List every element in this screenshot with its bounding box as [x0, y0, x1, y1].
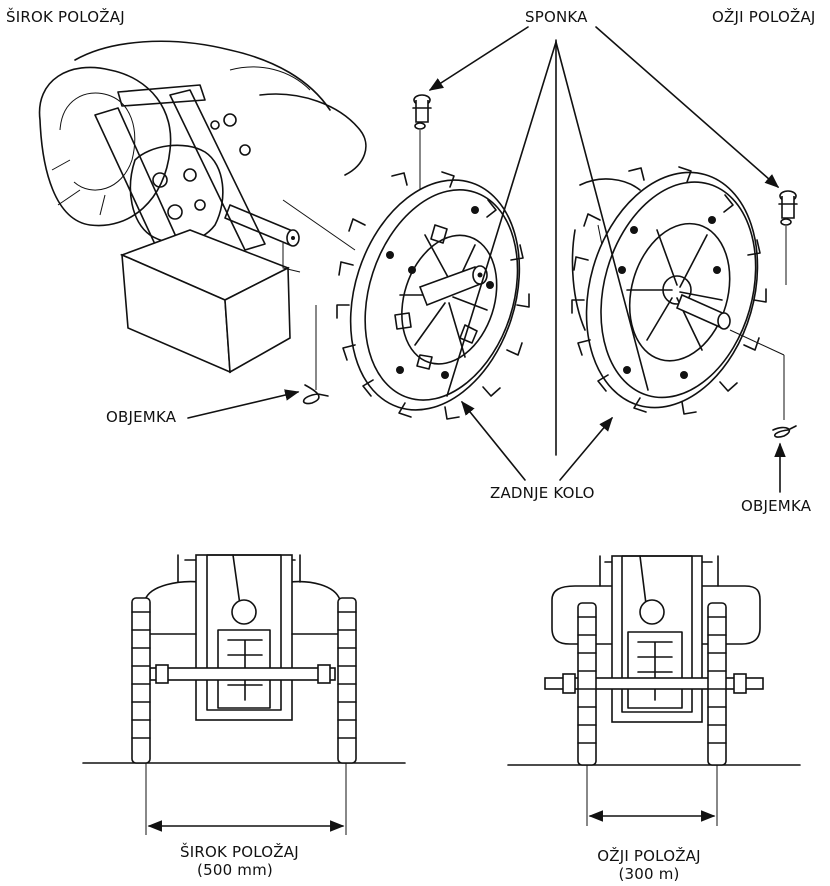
clip-label-left: OBJEMKA — [106, 408, 177, 426]
rear-wheel-label: ZADNJE KOLO — [490, 484, 595, 502]
wide-width-title: ŠIROK POLOŽAJ — [180, 843, 299, 861]
wide-position-front-view — [82, 554, 406, 835]
tiller-frame-drawing — [38, 40, 367, 374]
spiked-wheel-icon — [336, 171, 530, 420]
hair-clip-icon-right — [729, 329, 797, 438]
pin-icon-right — [778, 190, 798, 285]
narrow-width-value: (300 m) — [618, 865, 680, 883]
narrow-position-title: OŽJI POLOŽAJ — [712, 8, 816, 26]
wide-width-value: (500 mm) — [197, 861, 273, 879]
pin-icon — [412, 94, 432, 190]
pin-label: SPONKA — [525, 8, 588, 26]
wide-width-label: ŠIROK POLOŽAJ (500 mm) — [180, 843, 299, 879]
hair-clip-icon — [302, 305, 329, 405]
narrow-width-title: OŽJI POLOŽAJ — [597, 847, 701, 865]
narrow-width-label: OŽJI POLOŽAJ (300 m) — [596, 847, 702, 883]
wide-position-title: ŠIROK POLOŽAJ — [6, 8, 125, 26]
narrow-position-front-view — [507, 555, 801, 826]
spiked-wheel-icon-narrow — [571, 166, 767, 415]
clip-label-right: OBJEMKA — [741, 497, 812, 515]
